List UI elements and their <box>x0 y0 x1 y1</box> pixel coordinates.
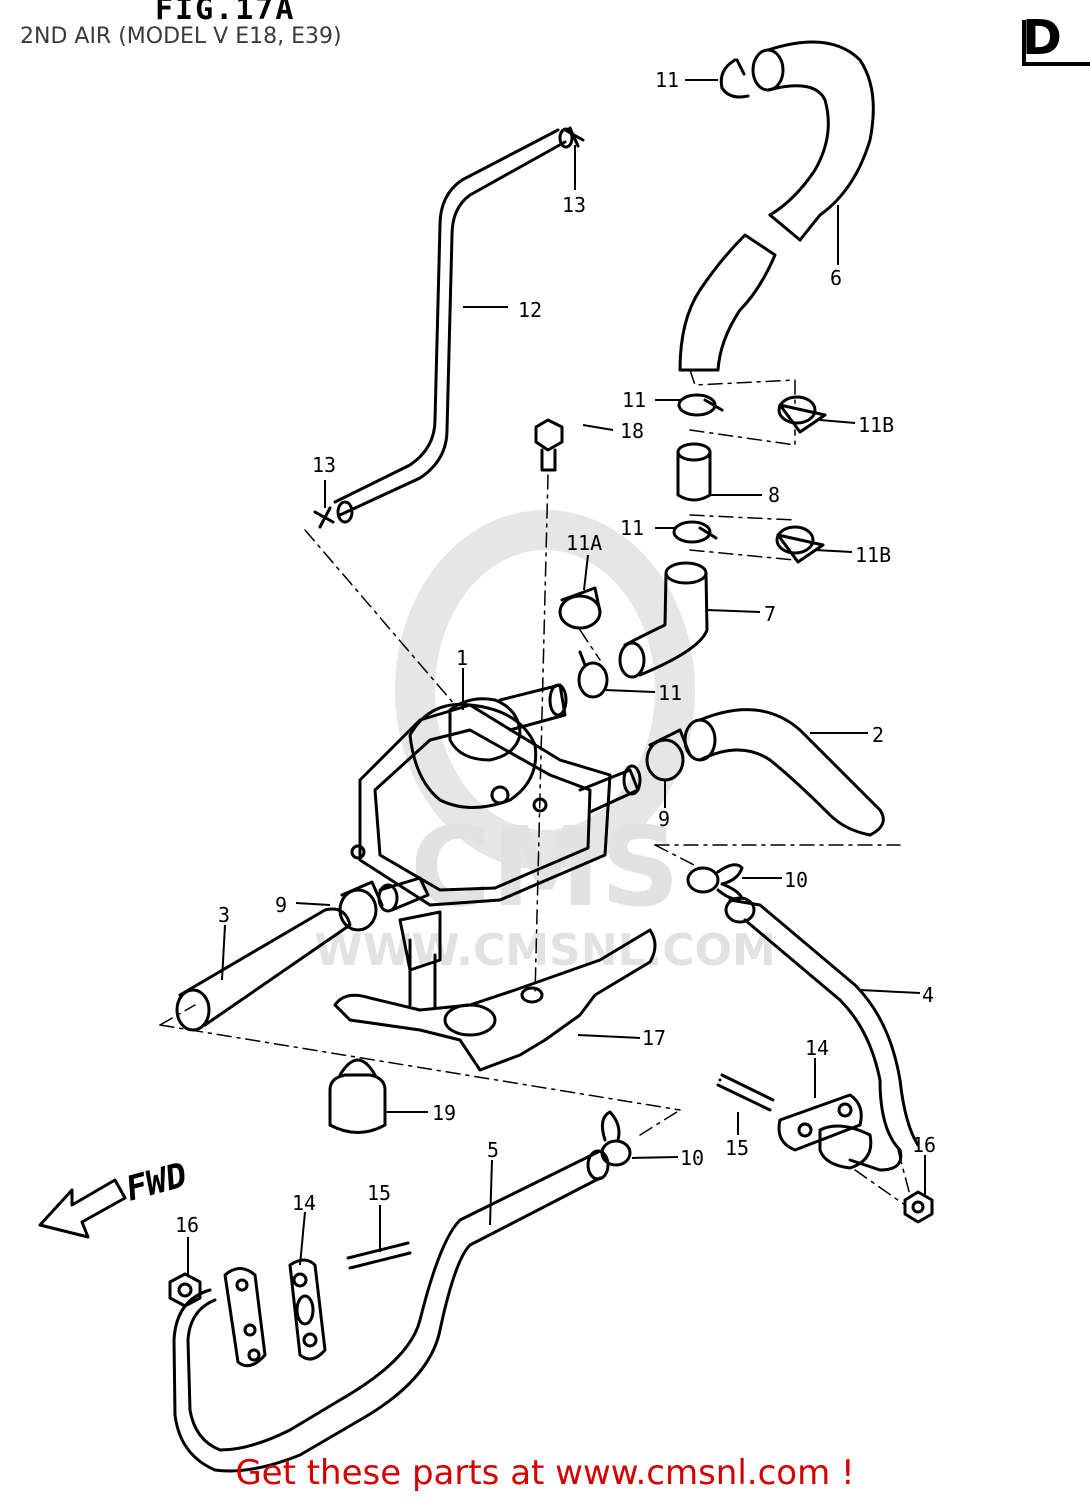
callout-14-right: 14 <box>805 1036 829 1060</box>
stud-15-left <box>346 1241 412 1270</box>
footer-link[interactable]: Get these parts at www.cmsnl.com ! <box>235 1453 855 1493</box>
callout-9-right: 9 <box>658 807 670 831</box>
callout-2: 2 <box>872 723 884 747</box>
bracket-17 <box>333 910 657 1072</box>
callout-7: 7 <box>764 602 776 626</box>
callout-10-upper: 10 <box>784 868 808 892</box>
cap-19 <box>328 1058 387 1134</box>
callout-12: 12 <box>518 298 542 322</box>
forward-arrow-icon <box>38 1178 127 1239</box>
callout-17: 17 <box>642 1026 666 1050</box>
callout-3: 3 <box>218 903 230 927</box>
callout-15-left: 15 <box>367 1181 391 1205</box>
callout-1: 1 <box>456 646 468 670</box>
gasket-14-left <box>288 1258 327 1361</box>
callout-11-lower: 11 <box>620 516 644 540</box>
callout-11-top: 11 <box>655 68 679 92</box>
bolt-18 <box>534 418 564 472</box>
callout-16-right: 16 <box>912 1133 936 1157</box>
callout-13-bottom: 13 <box>312 453 336 477</box>
callouts: 1 2 3 4 5 6 7 8 9 9 10 10 11 11 11 11 11… <box>122 68 936 1237</box>
callout-11B-upper: 11B <box>858 413 894 437</box>
leader-lines <box>187 79 926 1275</box>
clip-13-bottom <box>313 506 335 529</box>
callout-18: 18 <box>620 419 644 443</box>
callout-11-valve: 11 <box>658 681 682 705</box>
clip-10-upper <box>686 863 744 901</box>
assembly-lines <box>159 369 911 1206</box>
nut-16-right <box>903 1190 934 1224</box>
callout-19: 19 <box>432 1101 456 1125</box>
page-tag-frame <box>1022 20 1090 66</box>
clamp-11B-upper <box>777 395 827 434</box>
clamp-11A <box>558 586 602 630</box>
callout-11-mid: 11 <box>622 388 646 412</box>
clamp-11B-lower <box>775 525 825 564</box>
circlip-11-top <box>719 58 750 99</box>
circlip-11-lower <box>672 520 718 544</box>
stud-15-right <box>716 1073 775 1112</box>
valve-assembly-1 <box>350 683 642 913</box>
figure-subtitle: 2ND AIR (MODEL V E18, E39) <box>20 24 342 49</box>
circlip-11-mid <box>677 393 724 417</box>
pipe-4 <box>724 896 920 1172</box>
flange-left <box>223 1267 267 1368</box>
callout-16-left: 16 <box>175 1213 199 1237</box>
watermark: CMS WWW.CMSNL.COM <box>314 510 776 976</box>
callout-4: 4 <box>922 983 934 1007</box>
callout-5: 5 <box>487 1138 499 1162</box>
fwd-label: FWD <box>122 1155 192 1210</box>
callout-11B-lower: 11B <box>855 543 891 567</box>
gasket-14-right <box>777 1093 863 1152</box>
callout-14-left: 14 <box>292 1191 316 1215</box>
hose-8 <box>676 442 712 502</box>
hose-2 <box>683 708 885 837</box>
callout-9-left: 9 <box>275 893 287 917</box>
nut-16-left <box>168 1272 202 1308</box>
pipe-5 <box>172 1149 610 1473</box>
clamp-9-left <box>338 880 384 932</box>
figure-title: FIG.17A <box>155 0 296 27</box>
hose-7 <box>618 561 709 679</box>
hose-12 <box>333 127 574 524</box>
callout-6: 6 <box>830 266 842 290</box>
circlip-11-valve <box>577 650 609 699</box>
hose-6 <box>678 40 875 372</box>
callout-13-top: 13 <box>562 193 586 217</box>
watermark-url: WWW.CMSNL.COM <box>314 925 776 976</box>
callout-11A: 11A <box>566 531 602 555</box>
page-tag: D <box>1022 10 1062 66</box>
callout-10-lower: 10 <box>680 1146 704 1170</box>
callout-8: 8 <box>768 483 780 507</box>
callout-15-right: 15 <box>725 1136 749 1160</box>
clip-13-top <box>563 126 585 148</box>
